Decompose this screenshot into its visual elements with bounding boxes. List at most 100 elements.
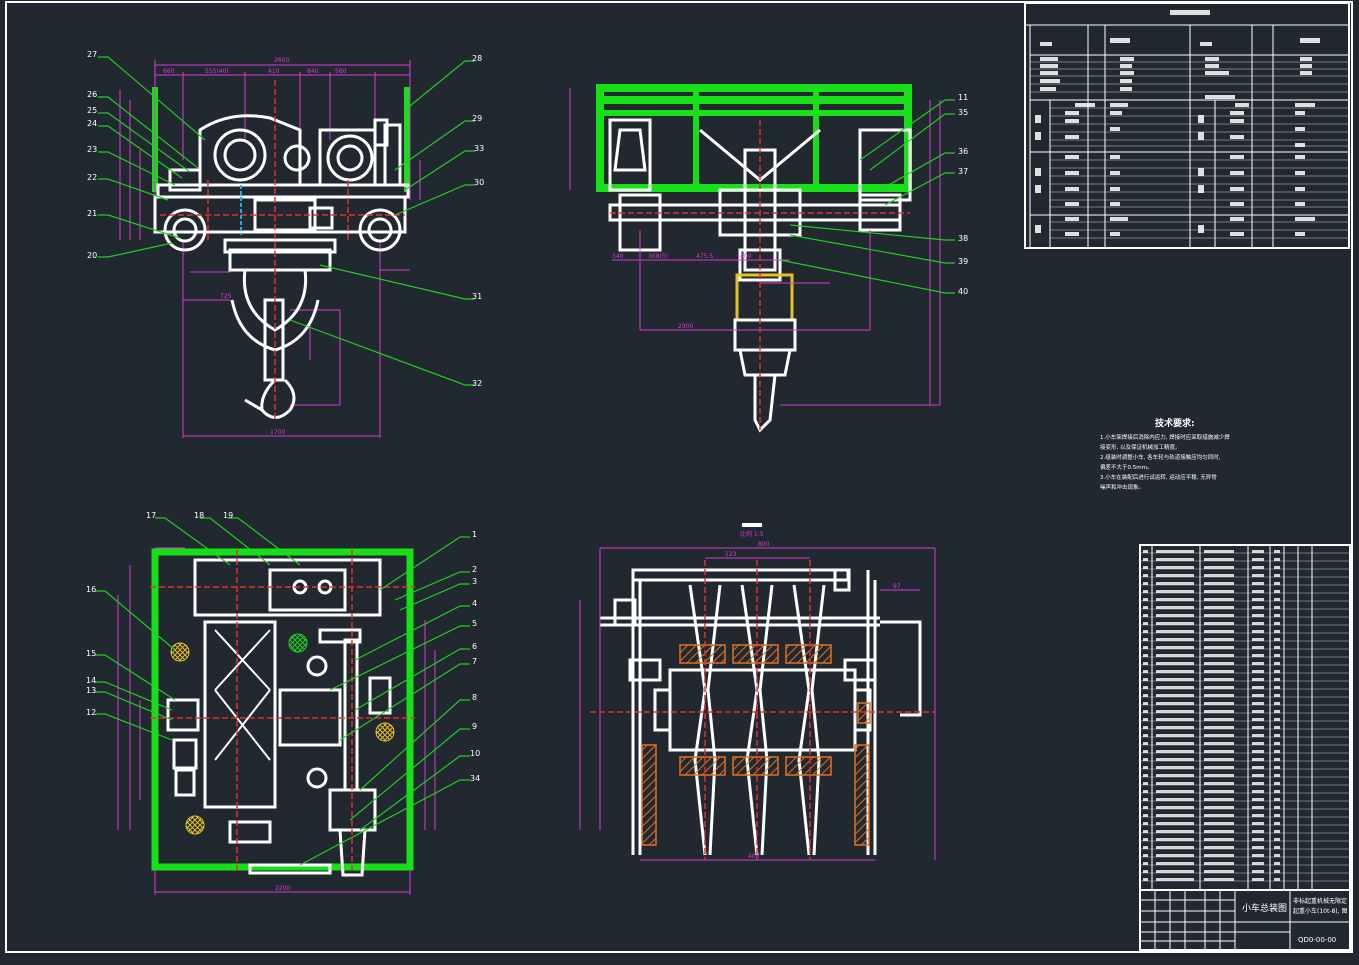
parts-list-cell-mark <box>1143 574 1148 577</box>
callout-plan: 8 <box>472 693 477 702</box>
parts-list-cell-mark <box>1143 806 1148 809</box>
dim-text: 475.5 <box>696 253 713 260</box>
callout-side: 37 <box>958 167 968 176</box>
parts-list-cell-mark <box>1252 654 1264 657</box>
callout-front: 31 <box>472 292 482 301</box>
scale-bar <box>742 523 762 527</box>
parts-list-cell-mark <box>1143 702 1148 705</box>
parts-list-cell-mark <box>1274 630 1280 633</box>
parts-list-cell-mark <box>1274 598 1280 601</box>
parts-list-cell-mark <box>1274 742 1280 745</box>
parts-list-cell-mark <box>1274 622 1280 625</box>
parts-list-cell-mark <box>1274 694 1280 697</box>
parts-list-cell-mark <box>1143 582 1148 585</box>
parts-list-cell-mark <box>1252 774 1264 777</box>
parts-list-cell-mark <box>1204 774 1234 777</box>
parts-list-cell-mark <box>1274 686 1280 689</box>
drawing-subtitle-line2: 起重小车(10t-8), 图 <box>1293 907 1347 915</box>
parts-list-cell-mark <box>1252 574 1264 577</box>
parts-list-cell-mark <box>1156 710 1194 713</box>
parts-list-cell-mark <box>1156 846 1194 849</box>
callout-front: 20 <box>87 251 97 260</box>
parts-list-cell-mark <box>1252 694 1264 697</box>
parts-list-cell-mark <box>1143 622 1148 625</box>
parts-list-cell-mark <box>1156 798 1194 801</box>
parts-list-cell-mark <box>1204 662 1234 665</box>
parts-list-cell-mark <box>1156 854 1194 857</box>
parts-list-cell-mark <box>1143 686 1148 689</box>
side-view-dims <box>569 88 941 406</box>
parts-list-cell-mark <box>1252 686 1264 689</box>
parts-list-rows <box>1140 552 1350 882</box>
parts-list-cell-mark <box>1274 814 1280 817</box>
parts-list-cell-mark <box>1204 854 1234 857</box>
parts-list-cell-mark <box>1252 782 1264 785</box>
dim-text: 400 <box>748 853 760 860</box>
parts-list-cell-mark <box>1156 790 1194 793</box>
drum-dims <box>579 547 936 861</box>
callout-plan: 9 <box>472 722 477 731</box>
parts-list-cell-mark <box>1252 590 1264 593</box>
parts-list-cell-mark <box>1143 758 1148 761</box>
parts-list-cell-mark <box>1274 846 1280 849</box>
title-block <box>1139 889 1351 951</box>
dim-text: 410 <box>268 68 280 75</box>
parts-list-cell-mark <box>1156 726 1194 729</box>
side-view <box>596 84 912 433</box>
parts-list-cell-mark <box>1252 830 1264 833</box>
parts-list-cell-mark <box>1252 710 1264 713</box>
parts-list-cell-mark <box>1274 718 1280 721</box>
parts-list-cell-mark <box>1143 878 1148 881</box>
callout-front: 33 <box>474 144 484 153</box>
parts-list-cell-mark <box>1274 638 1280 641</box>
parts-list-cell-mark <box>1252 702 1264 705</box>
callout-plan: 18 <box>194 511 204 520</box>
callout-plan: 7 <box>472 657 477 666</box>
tech-requirements: 技术要求: 1.小车架焊接后消除内应力, 焊接时应采取措施减少焊 接变形, 以及… <box>1100 417 1230 491</box>
frame-post-right <box>404 87 410 192</box>
parts-list-cell-mark <box>1156 662 1194 665</box>
parts-list-cell-mark <box>1252 726 1264 729</box>
dim-text: 840 <box>307 68 319 75</box>
parts-list-cell-mark <box>1156 750 1194 753</box>
parts-list-cell-mark <box>1204 718 1234 721</box>
parts-list-cell-mark <box>1252 846 1264 849</box>
parts-list-cell-mark <box>1274 654 1280 657</box>
parts-list-cell-mark <box>1274 606 1280 609</box>
parts-list-cell-mark <box>1143 590 1148 593</box>
parts-list-cell-mark <box>1274 574 1280 577</box>
parts-list-cell-mark <box>1274 766 1280 769</box>
parts-list-cell-mark <box>1274 750 1280 753</box>
tech-line: 噪声和冲击现象。 <box>1100 483 1144 491</box>
parts-list-cell-mark <box>1204 598 1234 601</box>
parts-list-cell-mark <box>1143 566 1148 569</box>
parts-list-cell-mark <box>1204 790 1234 793</box>
parts-list-cell-mark <box>1252 814 1264 817</box>
parts-list-cell-mark <box>1143 854 1148 857</box>
parts-list-text-marks <box>1143 550 1280 881</box>
parts-list-cell-mark <box>1143 862 1148 865</box>
parts-list-cell-mark <box>1252 598 1264 601</box>
parts-list-cell-mark <box>1143 710 1148 713</box>
parts-list-cell-mark <box>1252 550 1264 553</box>
callout-plan: 10 <box>470 749 480 758</box>
parts-list-cell-mark <box>1252 566 1264 569</box>
parts-list-cell-mark <box>1252 758 1264 761</box>
parts-list-cell-mark <box>1143 774 1148 777</box>
parts-list-cell-mark <box>1252 870 1264 873</box>
parts-list-cell-mark <box>1156 870 1194 873</box>
callout-plan: 17 <box>146 511 156 520</box>
dim-text: 123 <box>725 551 737 558</box>
parts-list-cell-mark <box>1204 742 1234 745</box>
callout-plan: 1 <box>472 530 477 539</box>
parts-list-cell-mark <box>1143 678 1148 681</box>
parts-list-cell-mark <box>1252 766 1264 769</box>
callout-numbers: 27 26 25 24 23 22 21 20 28 29 33 30 31 3… <box>86 50 968 783</box>
parts-list-cell-mark <box>1204 710 1234 713</box>
parts-list-cell-mark <box>1252 558 1264 561</box>
parts-list-cell-mark <box>1274 646 1280 649</box>
callout-front: 29 <box>472 114 482 123</box>
parts-list-cell-mark <box>1274 550 1280 553</box>
parts-list <box>1139 544 1351 891</box>
parts-list-cell-mark <box>1143 630 1148 633</box>
